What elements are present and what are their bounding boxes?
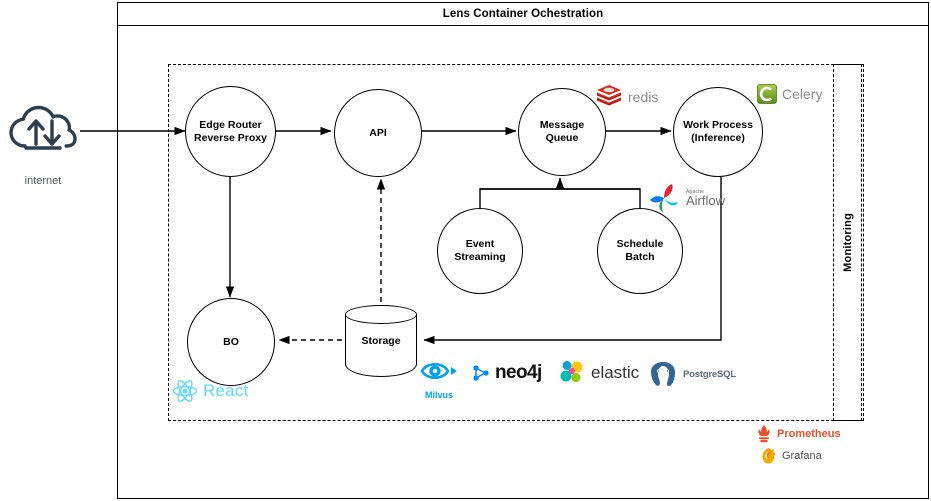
page-title: Lens Container Ochestration: [442, 8, 604, 20]
node-work-process-line1: Work Process: [683, 119, 753, 131]
redis-logo-group: redis: [595, 84, 658, 109]
prometheus-icon: [758, 425, 770, 443]
redis-icon: [597, 85, 621, 106]
internet-cloud-group: [8, 100, 78, 160]
milvus-icon: [420, 362, 457, 380]
prometheus-label: Prometheus: [777, 428, 841, 440]
grafana-logo-group: Grafana: [760, 447, 822, 465]
celery-label: Celery: [782, 86, 823, 102]
storage-cylinder-body: [345, 314, 417, 377]
node-edge-router-line2: Reverse Proxy: [194, 131, 267, 144]
node-work-process-line2: (Inference): [691, 132, 745, 144]
node-schedule-batch[interactable]: Schedule Batch: [597, 208, 683, 294]
node-bo[interactable]: BO: [187, 298, 275, 386]
redis-label: redis: [628, 88, 659, 105]
react-label: React: [203, 381, 249, 400]
node-edge-router[interactable]: Edge Router Reverse Proxy: [185, 86, 276, 177]
node-message-queue[interactable]: Message Queue: [518, 88, 606, 176]
react-logo-group: React: [172, 379, 248, 403]
grafana-label: Grafana: [782, 450, 822, 462]
airflow-superscript: Apache: [686, 188, 705, 195]
elastic-logo-group: elastic: [560, 360, 639, 386]
milvus-label: Milvus: [424, 390, 453, 400]
node-work-process[interactable]: Work Process (Inference): [673, 87, 763, 177]
node-event-streaming-line2: Streaming: [454, 251, 506, 263]
monitoring-boundary: [833, 64, 862, 421]
node-api-label: API: [369, 126, 387, 139]
node-bo-label: BO: [223, 335, 239, 348]
prometheus-logo-group: Prometheus: [756, 425, 841, 443]
celery-logo-group: Celery: [757, 84, 822, 104]
node-schedule-batch-label: Schedule Batch: [617, 238, 664, 264]
node-event-streaming-line1: Event: [465, 238, 495, 250]
react-icon: [172, 380, 198, 402]
node-api[interactable]: API: [334, 89, 422, 177]
node-storage-label: Storage: [361, 335, 401, 347]
node-schedule-batch-line2: Batch: [625, 251, 655, 263]
postgresql-icon: [651, 362, 675, 387]
neo4j-logo-group: neo4j: [472, 362, 542, 384]
postgresql-label: PostgreSQL: [683, 368, 736, 380]
node-edge-router-label: Edge Router Reverse Proxy: [194, 119, 267, 145]
node-message-queue-line1: Message: [539, 119, 585, 131]
node-message-queue-line2: Queue: [545, 132, 579, 144]
cloud-upload-download-icon: [9, 105, 77, 150]
grafana-icon: [762, 448, 776, 464]
airflow-label: Airflow: [686, 192, 726, 208]
node-event-streaming-label: Event Streaming: [454, 238, 505, 264]
node-schedule-batch-line1: Schedule: [616, 238, 664, 250]
storage-cylinder-top: [345, 305, 417, 324]
neo4j-label: neo4j: [495, 362, 542, 383]
internet-label: internet: [24, 175, 62, 187]
postgresql-logo-group: PostgreSQL: [648, 360, 736, 388]
diagram-title-bar: Lens Container Ochestration: [117, 2, 929, 26]
node-storage[interactable]: Storage: [345, 305, 417, 377]
neo4j-icon: [473, 365, 489, 381]
monitoring-label: Monitoring: [841, 213, 854, 272]
airflow-logo-group: Apache Airflow: [648, 182, 725, 214]
milvus-logo-group: Milvus: [419, 358, 459, 400]
celery-icon: [757, 84, 777, 104]
cluster-boundary: [168, 64, 864, 421]
elastic-label: elastic: [591, 363, 640, 382]
elastic-icon: [560, 361, 583, 383]
node-edge-router-line1: Edge Router: [199, 118, 262, 131]
node-work-process-label: Work Process (Inference): [683, 119, 753, 145]
node-message-queue-label: Message Queue: [540, 119, 584, 145]
airflow-icon: [650, 184, 678, 212]
monitoring-label-wrap: Monitoring: [833, 64, 862, 421]
node-event-streaming[interactable]: Event Streaming: [437, 208, 523, 294]
